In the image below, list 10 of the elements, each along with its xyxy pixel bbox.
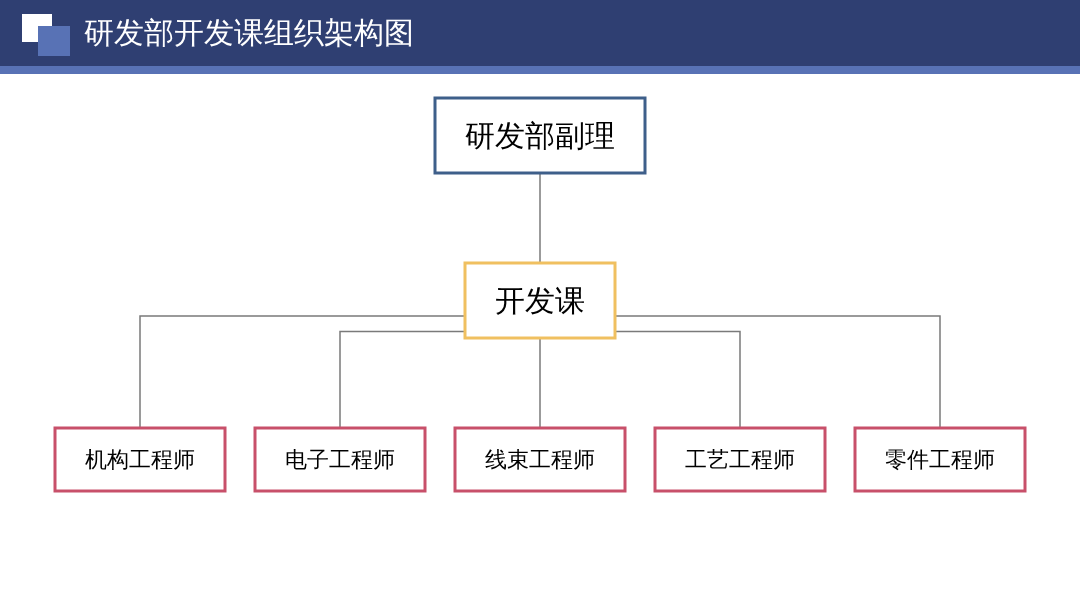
node-box: 开发课 [463,261,617,340]
connector [139,315,466,429]
node-box: 工艺工程师 [653,426,827,493]
node-box: 零件工程师 [853,426,1027,493]
node-box: 机构工程师 [53,426,227,493]
node-box: 研发部副理 [433,96,647,175]
node-box: 线束工程师 [453,426,627,493]
node-box: 电子工程师 [253,426,427,493]
connector [339,330,466,429]
slide-title: 研发部开发课组织架构图 [84,14,414,52]
